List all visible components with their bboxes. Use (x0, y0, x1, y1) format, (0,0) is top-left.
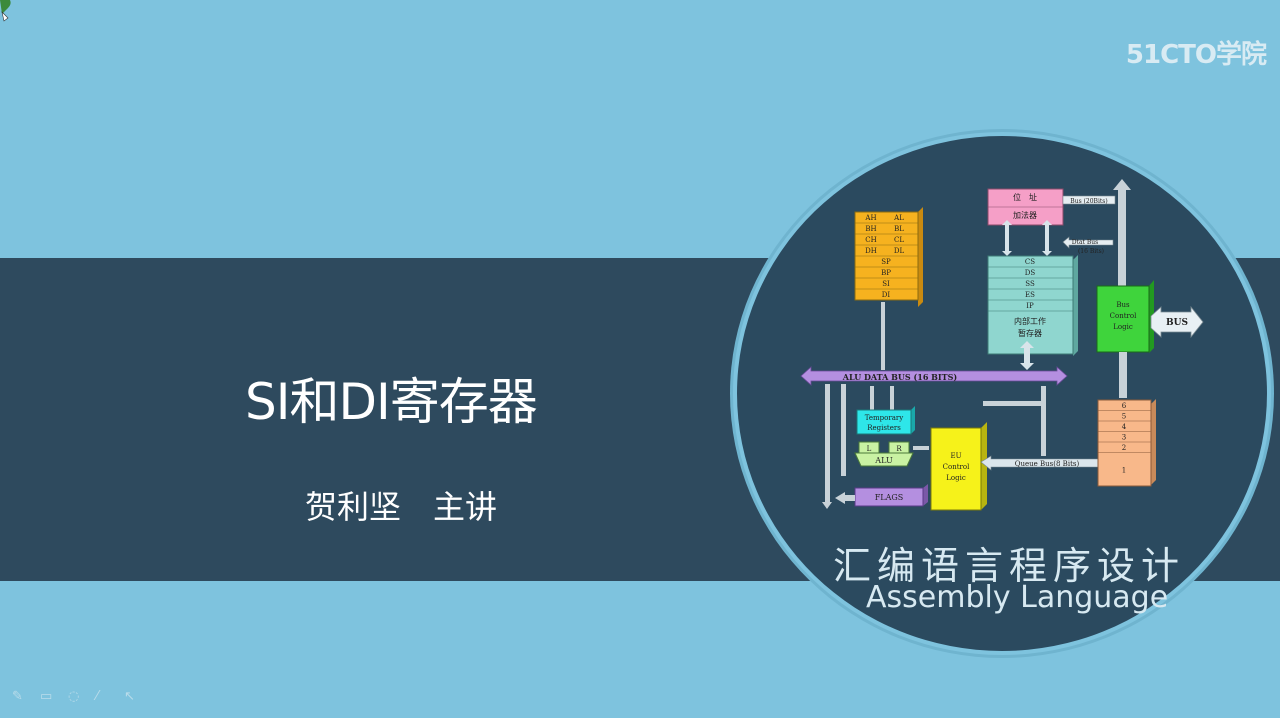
bus-control-label-3: Logic (1113, 323, 1133, 331)
register-ds: DS (1025, 269, 1036, 277)
annotation-toolbar: ✎ ▭ ◌ ⁄ ↖ (12, 690, 140, 704)
bus-control-label-2: Control (1110, 312, 1137, 320)
slide-title: SI和DI寄存器 (245, 373, 538, 431)
register-ss: SS (1025, 280, 1035, 288)
register-bh: BH (865, 225, 876, 233)
eu-control-label-1: EU (950, 452, 961, 460)
flags-register: FLAGS (854, 484, 928, 507)
adder-label-1: 位 址 (1013, 192, 1037, 202)
queue-bus-label: Queue Bus(8 Bits) (1015, 460, 1080, 468)
pen-cursor-icon (0, 0, 11, 22)
lasso-icon[interactable]: ◌ (68, 689, 80, 704)
register-ah: AH (864, 214, 876, 222)
internal-regs-label-1: 内部工作 (1014, 316, 1046, 326)
queue-slot-5: 5 (1122, 413, 1126, 421)
queue-slot-3: 3 (1122, 434, 1126, 442)
course-title-chinese: 汇编语言程序设计 (833, 544, 1186, 588)
register-ch: CH (865, 236, 876, 244)
register-cl: CL (894, 236, 904, 244)
register-al: AL (893, 214, 904, 222)
register-si: SI (882, 280, 890, 288)
queue-slot-2: 2 (1122, 444, 1126, 452)
alu: L R ALU (854, 441, 914, 467)
internal-regs-label-2: 暂存器 (1018, 328, 1042, 338)
register-es: ES (1025, 291, 1035, 299)
bus-20-label: Bus (20Bits) (1070, 198, 1107, 205)
adder-label-2: 加法器 (1013, 210, 1037, 220)
eraser-icon[interactable]: ▭ (40, 689, 53, 704)
segment-registers: CS DS SS ES IP 内部工作 暂存器 (987, 255, 1078, 356)
register-cs: CS (1025, 258, 1035, 266)
register-bl: BL (894, 225, 904, 233)
flags-label: FLAGS (875, 493, 904, 502)
queue-slot-6: 6 (1122, 402, 1127, 410)
register-dl: DL (894, 247, 905, 255)
register-sp: SP (881, 258, 891, 266)
eu-control-label-2: Control (943, 463, 970, 471)
pen-icon[interactable]: ✎ (12, 689, 23, 704)
watermark-logo: 51CTO学院 (1125, 40, 1267, 70)
register-bp: BP (881, 269, 891, 277)
queue-slot-4: 4 (1122, 423, 1127, 431)
register-di: DI (882, 291, 891, 299)
bus-label: BUS (1166, 318, 1188, 328)
highlighter-icon[interactable]: ⁄ (96, 689, 99, 704)
instruction-queue: 6 5 4 3 2 1 (1097, 399, 1156, 487)
temp-label-2: Registers (867, 424, 901, 432)
address-adder: 位 址 加法器 (987, 188, 1064, 226)
queue-slot-1: 1 (1122, 466, 1126, 474)
bus-control-logic: Bus Control Logic (1096, 280, 1154, 353)
temp-label-1: Temporary (865, 414, 903, 422)
register-dh: DH (865, 247, 877, 255)
eu-control-logic: EU Control Logic (930, 422, 987, 511)
bus-control-label-1: Bus (1116, 301, 1130, 309)
alu-data-bus-label: ALU DATA BUS (16 BITS) (842, 372, 958, 382)
alu-data-bus: ALU DATA BUS (16 BITS) (800, 366, 1068, 386)
pointer-icon[interactable]: ↖ (124, 689, 135, 704)
data-bus-label-2: (16 Bits) (1078, 248, 1104, 255)
data-bus-label-1: Dtat Bus (1072, 239, 1098, 246)
temporary-registers: Temporary Registers (856, 406, 915, 435)
course-title-english: Assembly Language (866, 580, 1169, 615)
presenter-line: 贺利坚 主讲 (305, 488, 498, 526)
eu-control-label-3: Logic (946, 474, 966, 482)
alu-r-label: R (896, 445, 902, 453)
alu-l-label: L (867, 445, 872, 453)
register-ip: IP (1026, 302, 1034, 310)
alu-label: ALU (874, 456, 893, 465)
